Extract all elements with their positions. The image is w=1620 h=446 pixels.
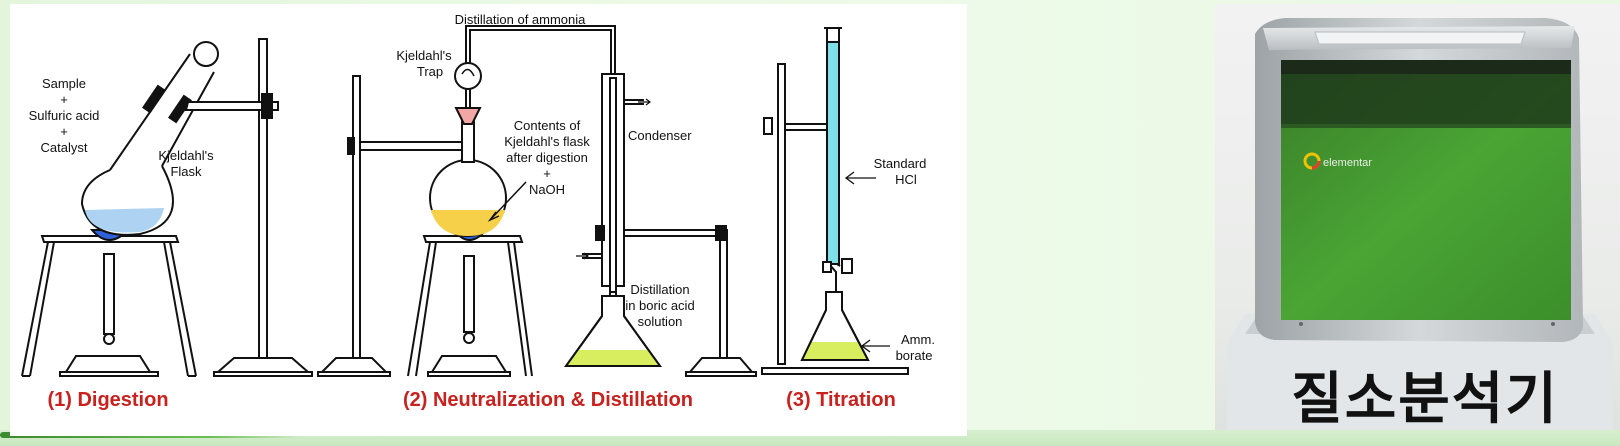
condenser-label: Condenser [628,128,692,143]
standard-hcl-label-1: Standard [874,156,927,171]
nitrogen-analyzer-photo: elementar [1215,4,1620,430]
nitrogen-analyzer-caption: 질소분석기 [1291,367,1559,432]
contents-label-5: NaOH [529,182,565,197]
neutralization-caption: (2) Neutralization & Distillation [403,389,693,411]
titration-caption: (3) Titration [786,389,896,411]
digestion-caption: (1) Digestion [47,389,168,411]
distillation-apparatus [317,25,757,377]
contents-label-1: Contents of [514,118,581,133]
amm-borate-label-2: borate [896,348,933,363]
nitrogen-analyzer-image: elementar [1227,18,1613,430]
catalyst-label: Catalyst [41,140,88,155]
distillation-boric-label-2: in boric acid [625,298,694,313]
contents-label-2: Kjeldahl's flask [504,134,590,149]
titration-apparatus [761,27,909,375]
digestion-apparatus [21,38,313,377]
plus-label-2: + [60,124,68,139]
brand-logo-text: elementar [1323,157,1372,169]
plus-label-1: + [60,92,68,107]
kjeldahl-flask-label-2: Flask [170,164,202,179]
distillation-of-ammonia-label: Distillation of ammonia [455,12,587,27]
contents-label-4: + [543,166,551,181]
contents-label-3: after digestion [506,150,588,165]
kjeldahl-trap-label-1: Kjeldahl's [396,48,452,63]
sulfuric-acid-label: Sulfuric acid [29,108,100,123]
sample-label: Sample [42,76,86,91]
kjeldahl-flask-label-1: Kjeldahl's [158,148,214,163]
distillation-boric-label-1: Distillation [630,282,689,297]
kjeldahl-diagram-panel: Distillation of ammonia Sample + Sulfuri… [10,4,967,436]
kjeldahl-diagram: Distillation of ammonia Sample + Sulfuri… [21,12,935,411]
standard-hcl-label-2: HCl [895,172,917,187]
amm-borate-label-1: Amm. [901,332,935,347]
distillation-boric-label-3: solution [638,314,683,329]
kjeldahl-trap-label-2: Trap [417,64,443,79]
